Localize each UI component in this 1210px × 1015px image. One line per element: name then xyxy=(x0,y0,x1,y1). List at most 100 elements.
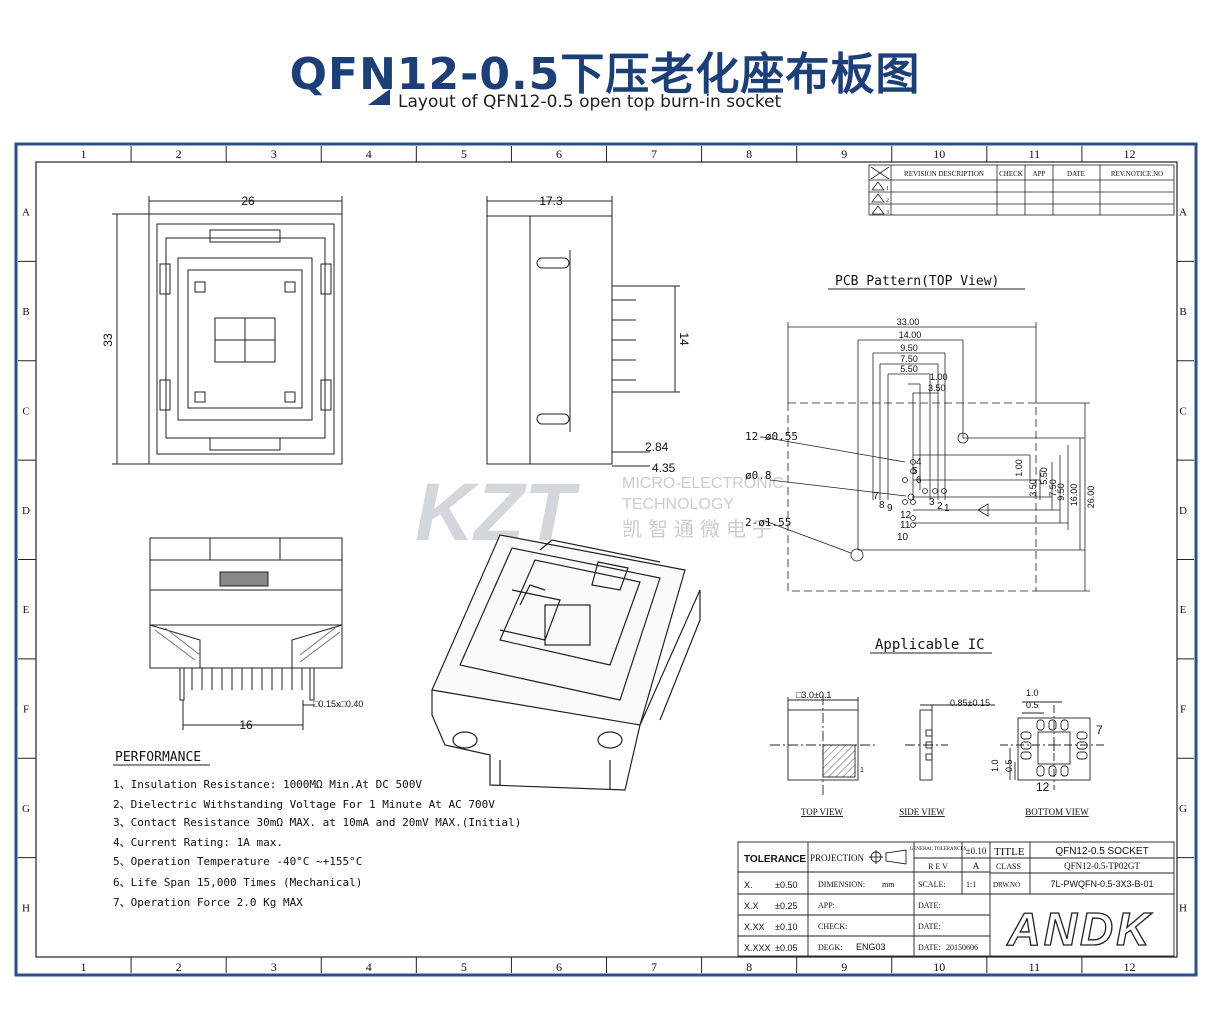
rev-header-check: CHECK xyxy=(999,170,1023,178)
tb-rev-label: R E V xyxy=(928,862,948,871)
frame-col-label: 8 xyxy=(746,147,752,161)
title-triangle-icon xyxy=(368,89,390,105)
frame-row-label: C xyxy=(22,405,29,417)
tb-tol-value: ±0.05 xyxy=(775,943,797,953)
pcb-pin-label: 1 xyxy=(944,503,950,514)
tb-date-label-2: DATE: xyxy=(918,922,941,931)
frame-row-label: G xyxy=(1179,803,1187,815)
ic-bottom-dim-3: 1.0 xyxy=(990,759,1000,772)
tb-class-label: CLASS xyxy=(996,862,1021,871)
side-view-width: 17.3 xyxy=(539,194,563,208)
performance-item: 6、Life Span 15,000 Times (Mechanical) xyxy=(113,876,362,889)
pcb-pin-label: 11 xyxy=(900,520,911,531)
tb-general-tol: GENERAL TOLERANCES xyxy=(910,847,967,852)
frame-row-label: F xyxy=(23,704,29,716)
pcb-pin-label: 12 xyxy=(900,510,912,521)
pcb-dim-3-50-h: 3.50 xyxy=(928,383,946,393)
pcb-dim-14: 14.00 xyxy=(899,330,922,340)
tb-date-label-3: DATE: xyxy=(918,943,941,952)
front-view-width: 16 xyxy=(239,718,253,732)
ic-bottom-dim-1: 1.0 xyxy=(1026,688,1039,698)
ic-top-view xyxy=(770,695,875,795)
tb-dimension-label: DIMENSION: xyxy=(818,880,865,889)
frame-col-label: 4 xyxy=(366,147,372,161)
performance-item: 4、Current Rating: 1A max. xyxy=(113,836,283,849)
tb-drw-label: DRW.NO xyxy=(993,881,1020,889)
frame-row-label: D xyxy=(22,505,30,517)
tb-dimension-val: mm xyxy=(882,880,895,889)
page-subtitle: Layout of QFN12-0.5 open top burn-in soc… xyxy=(398,92,782,112)
ic-side-dim: 0.85±0.15 xyxy=(950,698,990,708)
outer-frame xyxy=(14,142,1198,977)
frame-col-label: 5 xyxy=(461,960,467,974)
tb-tol-label: X.X xyxy=(744,901,759,911)
top-view-height: 33 xyxy=(101,333,115,347)
andk-logo: ANDK xyxy=(1007,903,1153,955)
tb-degk-val: ENG03 xyxy=(856,942,886,952)
side-view-height: 14 xyxy=(677,332,691,346)
pcb-label-mount: 2-ø1.55 xyxy=(745,516,791,529)
performance-list: 1、Insulation Resistance: 1000MΩ Min.At D… xyxy=(113,778,521,909)
pcb-label-center: ø0.8 xyxy=(745,469,772,482)
frame-col-label: 6 xyxy=(556,960,562,974)
socket-isometric-view xyxy=(431,534,701,791)
pcb-title: PCB Pattern(TOP View) xyxy=(835,274,999,289)
frame-grid-marks xyxy=(18,146,1194,973)
frame-row-label: G xyxy=(22,803,30,815)
tb-degk-label: DEGK: xyxy=(818,943,842,952)
tb-scale-val: 1:1 xyxy=(966,880,976,889)
performance-item: 2、Dielectric Withstanding Voltage For 1 … xyxy=(113,798,495,811)
frame-row-label: F xyxy=(1180,704,1186,716)
frame-col-label: 10 xyxy=(933,960,945,974)
pcb-dim-9-50: 9.50 xyxy=(900,343,918,353)
rev-row-2: 2 xyxy=(886,198,889,204)
tb-app-label: APP: xyxy=(818,901,835,910)
performance-item: 5、Operation Temperature -40°C ~+155°C xyxy=(113,855,362,868)
frame-row-label: A xyxy=(22,207,30,219)
frame-col-label: 10 xyxy=(933,147,945,161)
tb-date-label-1: DATE: xyxy=(918,901,941,910)
tb-tol-value: ±0.10 xyxy=(775,922,797,932)
side-view-dim-b: 4.35 xyxy=(652,461,676,475)
tb-tol-label: X.XXX xyxy=(744,943,771,953)
socket-side-view xyxy=(486,196,680,467)
ic-bottom-dim-4: 0.5 xyxy=(1004,759,1014,772)
frame-col-label: 3 xyxy=(271,147,277,161)
frame-row-label: A xyxy=(1179,207,1187,219)
page-title: QFN12-0.5下压老化座布板图 xyxy=(289,49,921,100)
performance-title: PERFORMANCE xyxy=(115,750,201,765)
tb-check-label: CHECK: xyxy=(818,922,847,931)
frame-row-label: B xyxy=(22,306,29,318)
pcb-dim-7-50: 7.50 xyxy=(900,354,918,364)
pcb-pin-label: 9 xyxy=(887,503,893,514)
ic-label-bottom-view: BOTTOM VIEW xyxy=(1025,807,1089,817)
pcb-dim-7-50-v: 7.50 xyxy=(1048,479,1058,497)
rev-header-description: REVISION DESCRIPTION xyxy=(904,170,984,178)
pcb-dim-9-50-v: 9.50 xyxy=(1056,483,1066,501)
frame-col-label: 1 xyxy=(81,960,87,974)
pcb-dim-3-50-v: 3.50 xyxy=(1028,479,1038,497)
tb-rev-val: A xyxy=(973,861,980,871)
tb-class-val: QFN12-0.5-TP02GT xyxy=(1064,861,1140,871)
frame-col-label: 9 xyxy=(841,147,847,161)
tb-projection: PROJECTION xyxy=(810,853,865,863)
pcb-label-holes: 12-ø0.55 xyxy=(745,430,798,443)
pcb-pattern xyxy=(761,322,1090,592)
frame-row-label: B xyxy=(1179,306,1186,318)
ic-label-side-view: SIDE VIEW xyxy=(899,807,945,817)
frame-col-label: 3 xyxy=(271,960,277,974)
frame-col-label: 2 xyxy=(176,960,182,974)
pcb-dim-5-50: 5.50 xyxy=(900,364,918,374)
frame-col-label: 4 xyxy=(366,960,372,974)
ic-side-view xyxy=(905,704,995,781)
side-view-dim-a: 2.84 xyxy=(645,440,669,454)
title-block xyxy=(737,841,1175,957)
rev-row-3: 3 xyxy=(886,210,889,216)
pcb-dim-16-v: 16.00 xyxy=(1069,484,1079,507)
frame-row-label: D xyxy=(1179,505,1187,517)
performance-item: 7、Operation Force 2.0 Kg MAX xyxy=(113,896,303,909)
